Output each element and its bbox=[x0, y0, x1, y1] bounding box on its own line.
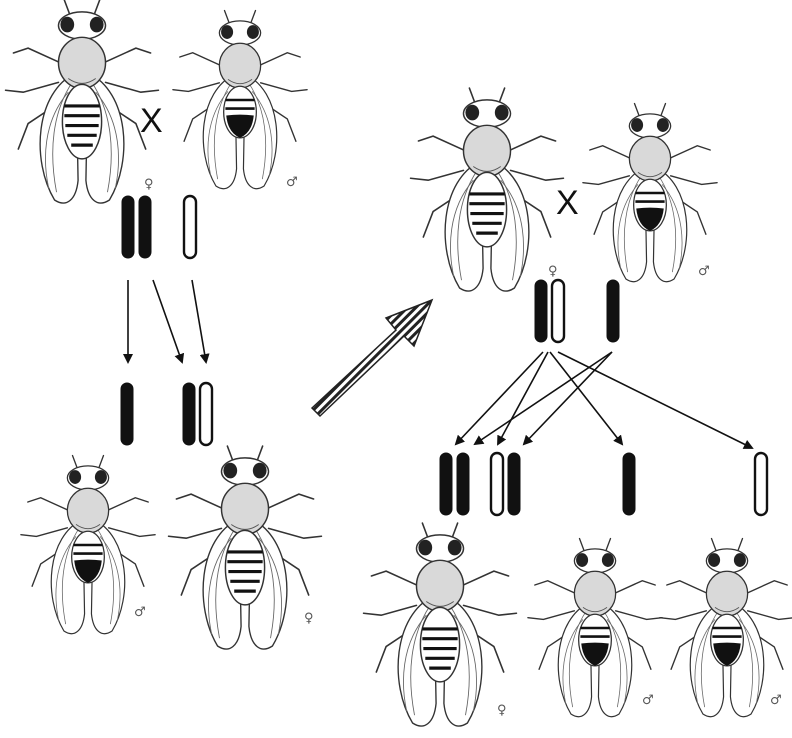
arrow-g1-b bbox=[153, 280, 182, 362]
fly-male-parent-g2 bbox=[583, 104, 717, 282]
sex-symbol-g2-female-parent: ♀ bbox=[548, 265, 558, 278]
chromosome-f2-a-2 bbox=[457, 453, 469, 515]
sex-symbol-f2-female: ♀ bbox=[497, 704, 507, 717]
chromosome-f1-female-2 bbox=[200, 383, 212, 445]
chromosome-g2-male bbox=[607, 280, 619, 342]
chromosome-f2-c bbox=[623, 453, 635, 515]
chromosome-f1-female-1 bbox=[183, 383, 195, 445]
cross-symbol-g1: X bbox=[140, 104, 163, 138]
cross-symbol-g2: X bbox=[556, 186, 579, 220]
chromosome-f1-male bbox=[121, 383, 133, 445]
sex-symbol-f1-male: ♂ bbox=[134, 606, 146, 619]
arrow-g1-c bbox=[192, 280, 206, 362]
generation-transition-arrow bbox=[312, 300, 432, 416]
chromosome-g2-female-1 bbox=[535, 280, 547, 342]
fly-female-parent-g1 bbox=[6, 0, 159, 203]
sex-symbol-g2-male-parent: ♂ bbox=[698, 265, 710, 278]
chromosome-g1-male bbox=[184, 196, 196, 258]
fly-f2-male-1 bbox=[528, 539, 662, 717]
sex-symbol-f2-male-1: ♂ bbox=[642, 694, 654, 707]
chromosome-f2-b-1 bbox=[491, 453, 503, 515]
fly-f2-female bbox=[364, 523, 517, 726]
arrows-g2 bbox=[456, 352, 752, 448]
fly-male-parent-g1 bbox=[173, 11, 307, 189]
fly-female-parent-g2 bbox=[411, 88, 564, 291]
chromosome-g2-female-2 bbox=[552, 280, 564, 342]
chromosome-f2-a-1 bbox=[440, 453, 452, 515]
sex-symbol-f1-female: ♀ bbox=[304, 612, 314, 625]
fly-f1-female bbox=[169, 446, 322, 649]
sex-symbol-f2-male-2: ♂ bbox=[770, 694, 782, 707]
chromosome-f2-d bbox=[755, 453, 767, 515]
sex-symbol-g1-female-parent: ♀ bbox=[144, 178, 154, 191]
chromosome-g1-female-1 bbox=[122, 196, 134, 258]
chromosome-g1-female-2 bbox=[139, 196, 151, 258]
chromosome-f2-b-2 bbox=[508, 453, 520, 515]
fly-f2-male-2 bbox=[660, 539, 792, 717]
sex-symbol-g1-male-parent: ♂ bbox=[286, 176, 298, 189]
